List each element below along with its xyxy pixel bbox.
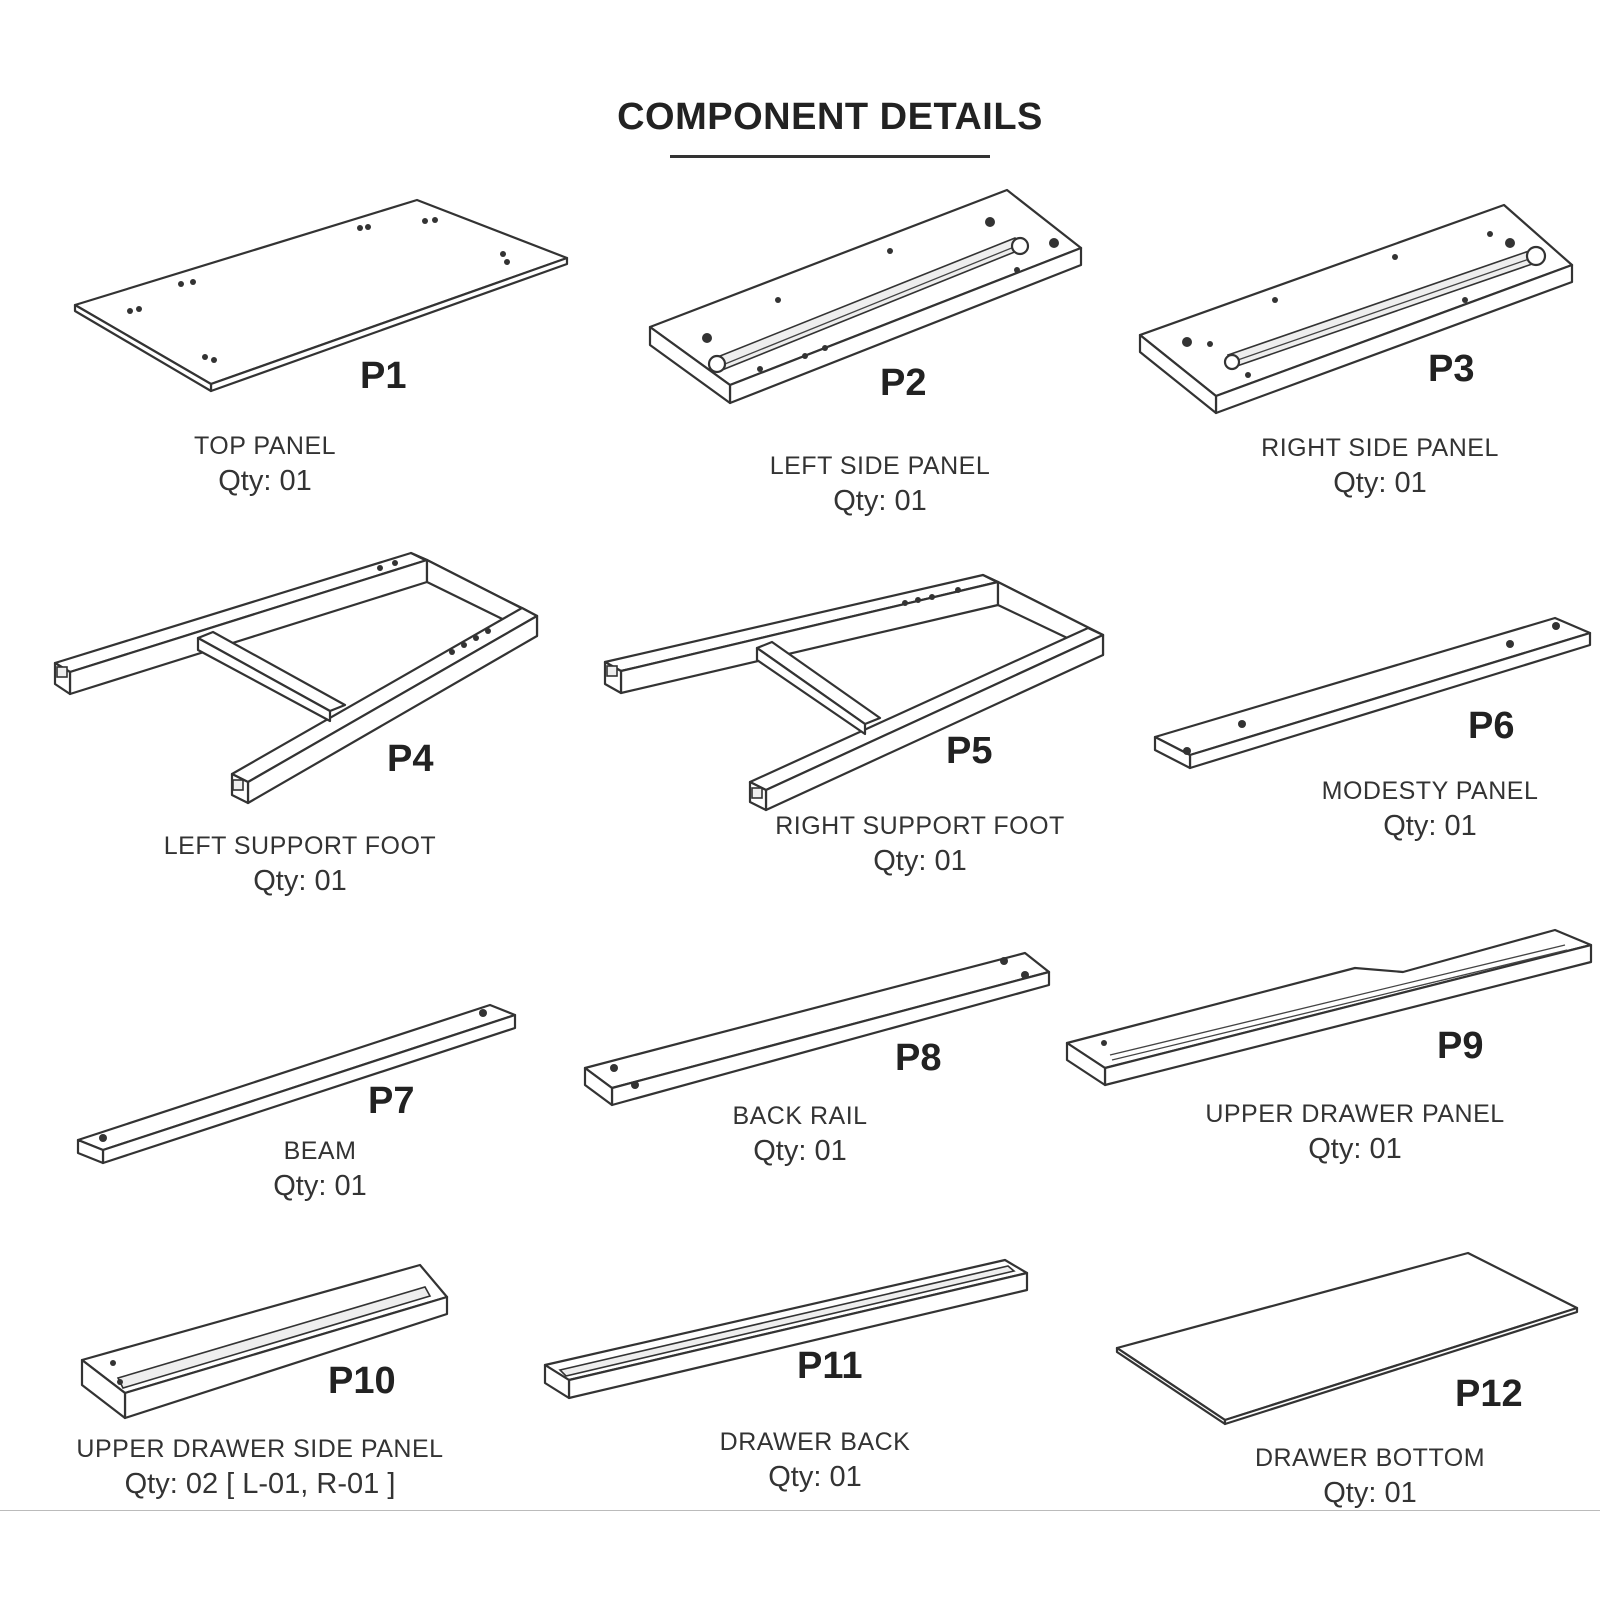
part-name: LEFT SUPPORT FOOT <box>163 832 437 860</box>
part-qty: Qty: 01 <box>1323 1476 1417 1509</box>
part-qty: Qty: 01 <box>273 1169 367 1202</box>
part-name: BEAM <box>283 1137 357 1165</box>
part-name: LEFT SIDE PANEL <box>769 452 991 480</box>
part-code-p10: P10 <box>328 1360 396 1402</box>
part-code-p3: P3 <box>1428 348 1475 390</box>
page-title: COMPONENT DETAILS <box>617 96 1043 138</box>
part-name: UPPER DRAWER SIDE PANEL <box>76 1435 444 1463</box>
part-qty: Qty: 01 <box>873 844 967 877</box>
part-code-p12: P12 <box>1455 1373 1523 1415</box>
part-name: MODESTY PANEL <box>1321 777 1539 805</box>
part-name: DRAWER BOTTOM <box>1254 1444 1486 1472</box>
part-name: DRAWER BACK <box>719 1428 911 1456</box>
part-qty: Qty: 01 <box>768 1460 862 1493</box>
part-drawing-p2 <box>648 188 1083 405</box>
part-name: RIGHT SUPPORT FOOT <box>775 812 1065 840</box>
part-drawing-p6 <box>1153 616 1592 770</box>
bottom-divider <box>0 1510 1600 1511</box>
part-code-p11: P11 <box>797 1345 863 1387</box>
caption-p6: MODESTY PANEL Qty: 01 <box>1270 775 1590 845</box>
part-drawing-p12 <box>1115 1251 1579 1426</box>
part-qty: Qty: 01 <box>1333 466 1427 499</box>
caption-p9: UPPER DRAWER PANEL Qty: 01 <box>1175 1098 1535 1168</box>
caption-p11: DRAWER BACK Qty: 01 <box>665 1426 965 1496</box>
title-underline <box>670 155 990 158</box>
part-drawing-p9 <box>1065 928 1593 1087</box>
part-name: UPPER DRAWER PANEL <box>1205 1100 1505 1128</box>
part-qty: Qty: 01 <box>253 864 347 897</box>
part-drawing-p7 <box>76 1003 517 1165</box>
part-code-p8: P8 <box>895 1037 942 1079</box>
part-code-p5: P5 <box>946 730 993 772</box>
part-name: RIGHT SIDE PANEL <box>1261 434 1499 462</box>
part-code-p4: P4 <box>387 738 434 780</box>
part-qty: Qty: 01 <box>833 484 927 517</box>
part-code-p6: P6 <box>1468 705 1515 747</box>
caption-p10: UPPER DRAWER SIDE PANEL Qty: 02 [ L-01, … <box>50 1433 470 1503</box>
part-qty: Qty: 01 <box>1383 809 1477 842</box>
part-drawing-p5 <box>603 573 1105 812</box>
part-drawing-p10 <box>80 1263 449 1420</box>
part-qty: Qty: 02 [ L-01, R-01 ] <box>124 1467 396 1500</box>
part-drawing-p4 <box>53 551 539 805</box>
part-qty: Qty: 01 <box>1308 1132 1402 1165</box>
caption-p5: RIGHT SUPPORT FOOT Qty: 01 <box>745 810 1095 880</box>
part-name: TOP PANEL <box>193 432 337 460</box>
caption-p12: DRAWER BOTTOM Qty: 01 <box>1210 1442 1530 1512</box>
caption-p3: RIGHT SIDE PANEL Qty: 01 <box>1210 432 1550 502</box>
caption-p8: BACK RAIL Qty: 01 <box>670 1100 930 1170</box>
part-code-p9: P9 <box>1437 1025 1484 1067</box>
part-code-p1: P1 <box>360 355 407 397</box>
part-code-p2: P2 <box>880 362 927 404</box>
part-code-p7: P7 <box>368 1080 415 1122</box>
part-drawing-p1 <box>73 198 569 393</box>
caption-p1: TOP PANEL Qty: 01 <box>130 430 400 500</box>
part-drawing-p3 <box>1138 203 1574 415</box>
part-name: BACK RAIL <box>732 1102 868 1130</box>
caption-p4: LEFT SUPPORT FOOT Qty: 01 <box>130 830 470 900</box>
caption-p7: BEAM Qty: 01 <box>200 1135 440 1205</box>
caption-p2: LEFT SIDE PANEL Qty: 01 <box>720 450 1040 520</box>
part-drawing-p8 <box>583 951 1051 1107</box>
part-drawing-p11 <box>543 1258 1029 1400</box>
part-qty: Qty: 01 <box>218 464 312 497</box>
part-qty: Qty: 01 <box>753 1134 847 1167</box>
